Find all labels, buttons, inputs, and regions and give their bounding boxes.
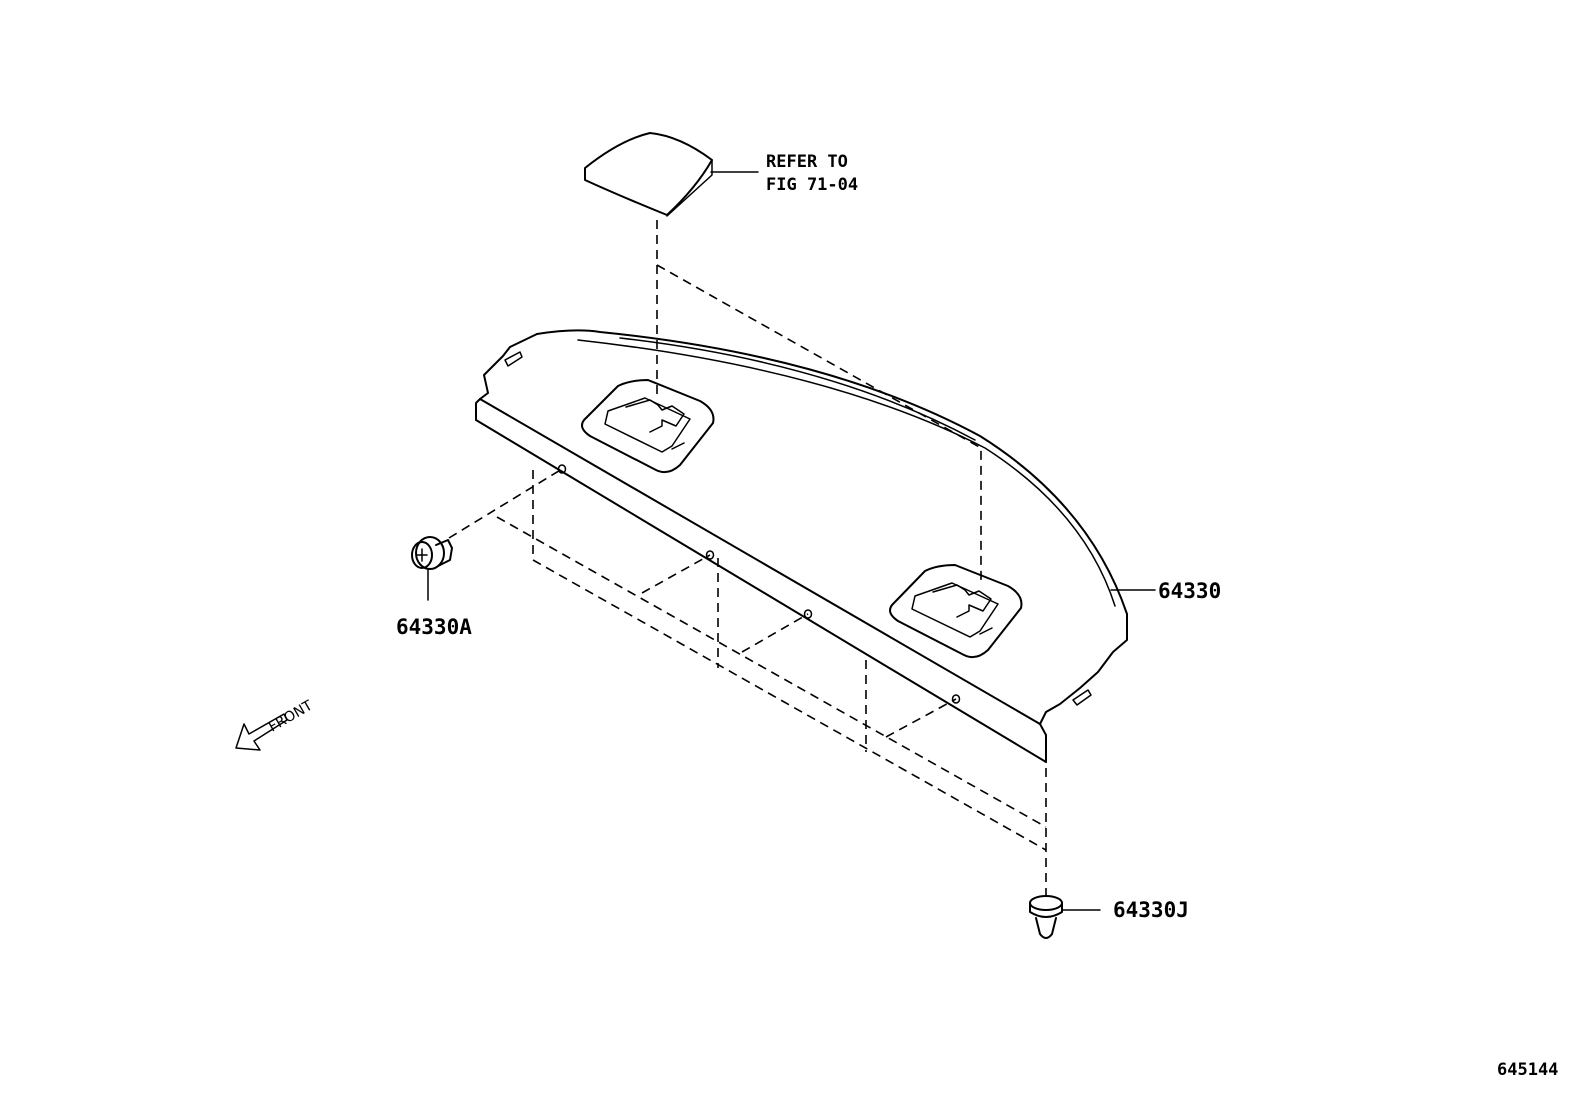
clip-64330A-icon	[411, 536, 453, 601]
part-label-64330A: 64330A	[396, 615, 472, 639]
figure-number: 645144	[1497, 1060, 1558, 1080]
clip-64330J-icon	[1029, 895, 1101, 939]
front-label: FRONT	[266, 697, 316, 735]
refer-text-line2: FIG 71-04	[766, 175, 858, 195]
left-recess	[581, 379, 715, 474]
cover-part	[584, 132, 713, 217]
part-label-64330: 64330	[1158, 579, 1221, 603]
refer-text-line1: REFER TO	[766, 152, 848, 172]
front-arrow-icon	[235, 713, 288, 751]
package-tray-panel	[475, 329, 1128, 763]
assembly-dashed-lines	[448, 220, 1047, 895]
part-label-64330J: 64330J	[1113, 898, 1189, 922]
right-recess	[889, 564, 1023, 659]
